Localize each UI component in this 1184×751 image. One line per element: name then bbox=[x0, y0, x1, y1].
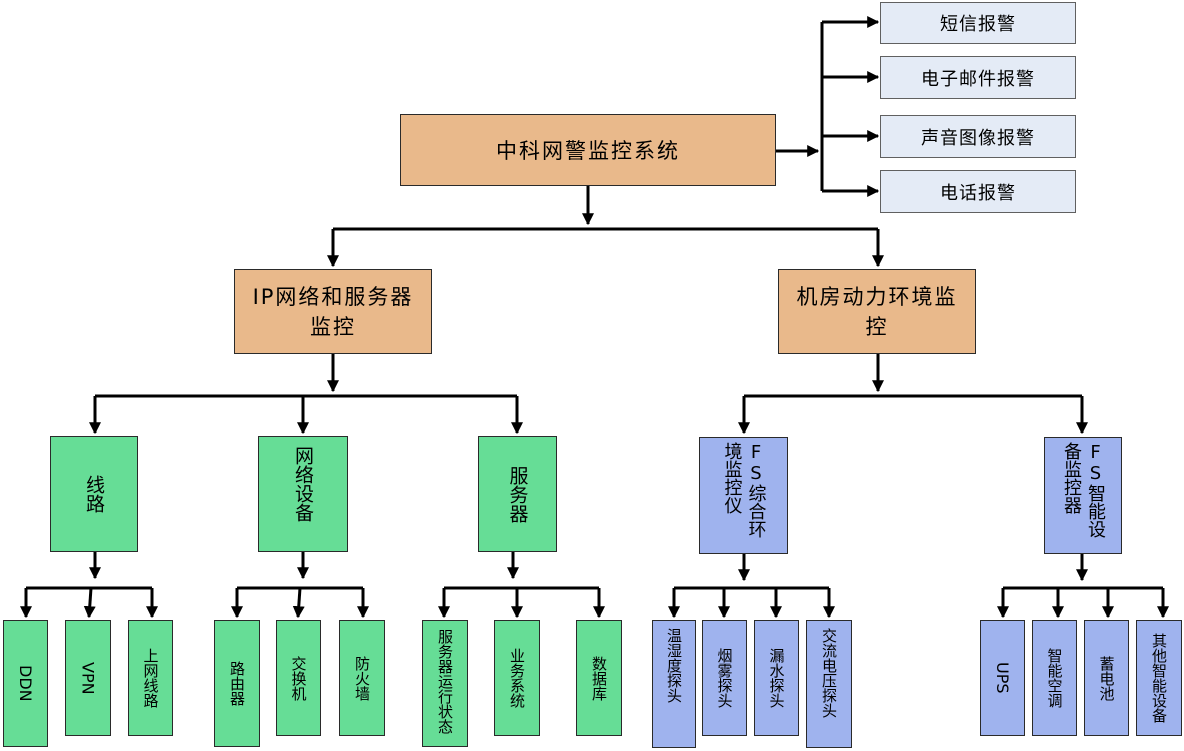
group-servers: 服务器 bbox=[478, 436, 557, 552]
group-fs-smart-devices-label: FS智能设备监控器 bbox=[1061, 441, 1106, 538]
leaf-water-leak-probe-label: 漏水探头 bbox=[767, 648, 786, 708]
alarm-sms-label: 短信报警 bbox=[940, 14, 1016, 35]
branch-ip-network-server: IP网络和服务器 监控 bbox=[234, 269, 432, 354]
leaf-ddn-label: DDN bbox=[16, 665, 35, 702]
leaf-water-leak-probe: 漏水探头 bbox=[754, 620, 799, 736]
leaf-other-smart-devices: 其他智能设备 bbox=[1136, 620, 1182, 736]
leaf-vpn: VPN bbox=[65, 620, 111, 736]
alarm-sound-image-label: 声音图像报警 bbox=[921, 127, 1035, 149]
leaf-switch: 交换机 bbox=[276, 620, 321, 736]
leaf-router: 路由器 bbox=[214, 620, 260, 747]
leaf-ac-voltage-probe-label: 交流电压探头 bbox=[820, 628, 838, 718]
leaf-server-status: 服务器运行状态 bbox=[422, 620, 468, 747]
leaf-ups-label: UPS bbox=[993, 662, 1012, 694]
leaf-vpn-label: VPN bbox=[78, 661, 98, 695]
alarm-sms: 短信报警 bbox=[880, 2, 1076, 44]
leaf-battery: 蓄电池 bbox=[1084, 620, 1129, 736]
leaf-internet-line: 上网线路 bbox=[128, 620, 173, 736]
leaf-firewall-label: 防火墙 bbox=[353, 655, 371, 701]
leaf-business-system: 业务系统 bbox=[494, 620, 540, 736]
leaf-ups: UPS bbox=[980, 620, 1025, 736]
leaf-smoke-probe-label: 烟雾探头 bbox=[715, 648, 734, 708]
branch-power-label-line1: 机房动力环境监 bbox=[796, 284, 958, 309]
leaf-other-smart-devices-label: 其他智能设备 bbox=[1150, 633, 1168, 723]
leaf-smart-air-conditioner-label: 智能空调 bbox=[1045, 648, 1064, 708]
alarm-phone: 电话报警 bbox=[880, 170, 1076, 213]
leaf-internet-line-label: 上网线路 bbox=[141, 648, 160, 708]
alarm-sound-image: 声音图像报警 bbox=[880, 115, 1076, 158]
leaf-database: 数据库 bbox=[576, 620, 622, 736]
group-fs-smart-devices: FS智能设备监控器 bbox=[1044, 437, 1122, 554]
leaf-router-label: 路由器 bbox=[228, 661, 246, 706]
leaf-smoke-probe: 烟雾探头 bbox=[702, 620, 747, 736]
root-node: 中科网警监控系统 bbox=[400, 114, 776, 186]
leaf-ac-voltage-probe: 交流电压探头 bbox=[806, 620, 852, 748]
group-fs-env-monitor-label: FS综合环境监控仪 bbox=[721, 441, 767, 538]
branch-ip-label-line2: 监控 bbox=[310, 314, 356, 339]
alarm-email: 电子邮件报警 bbox=[880, 56, 1076, 99]
branch-ip-label-line1: IP网络和服务器 bbox=[252, 284, 414, 309]
group-lines: 线路 bbox=[50, 436, 138, 552]
leaf-database-label: 数据库 bbox=[590, 655, 608, 701]
leaf-temp-humidity-probe-label: 温湿度探头 bbox=[665, 628, 683, 703]
branch-power-label-line2: 控 bbox=[865, 314, 889, 339]
group-servers-label: 服务器 bbox=[506, 465, 529, 523]
alarm-phone-label: 电话报警 bbox=[940, 182, 1016, 204]
group-network-devices: 网络设备 bbox=[258, 436, 348, 552]
leaf-business-system-label: 业务系统 bbox=[508, 648, 526, 708]
leaf-firewall: 防火墙 bbox=[339, 620, 385, 736]
leaf-switch-label: 交换机 bbox=[289, 655, 308, 701]
leaf-temp-humidity-probe: 温湿度探头 bbox=[652, 620, 696, 748]
leaf-ddn: DDN bbox=[3, 620, 48, 747]
leaf-battery-label: 蓄电池 bbox=[1097, 655, 1116, 701]
group-network-devices-label: 网络设备 bbox=[292, 446, 314, 522]
leaf-smart-air-conditioner: 智能空调 bbox=[1032, 620, 1077, 736]
group-fs-env-monitor: FS综合环境监控仪 bbox=[699, 437, 788, 554]
branch-power-environment: 机房动力环境监 控 bbox=[778, 269, 976, 354]
leaf-server-status-label: 服务器运行状态 bbox=[436, 628, 454, 734]
group-lines-label: 线路 bbox=[83, 475, 105, 513]
root-label: 中科网警监控系统 bbox=[496, 139, 680, 163]
alarm-email-label: 电子邮件报警 bbox=[921, 68, 1035, 90]
